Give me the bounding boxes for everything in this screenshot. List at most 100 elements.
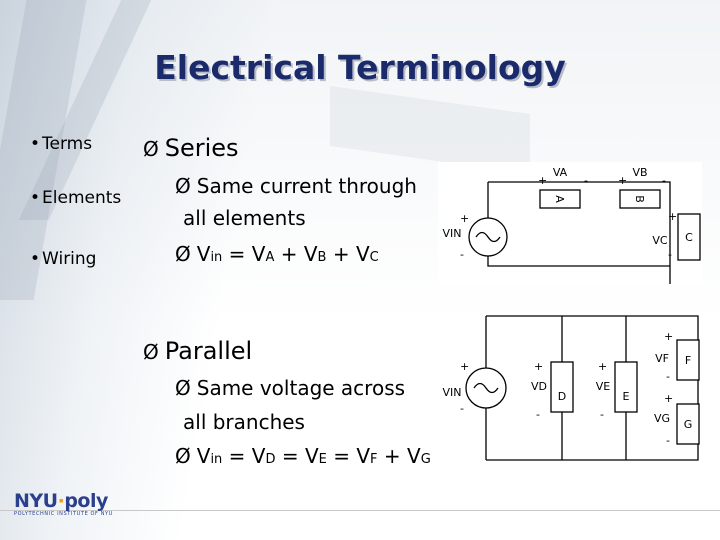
equation-symbol: V <box>356 444 371 468</box>
bullet: • <box>30 134 41 154</box>
parallel-circuit-diagram: D E F G VD VE VF VG VIN + - + - + - + - … <box>438 312 704 464</box>
equation-operator: + <box>280 242 298 266</box>
voltage-label-vg: VG <box>654 412 670 425</box>
polarity-plus: + <box>598 360 607 373</box>
logo-dot: · <box>57 490 65 512</box>
parallel-heading-label: Parallel <box>164 337 253 365</box>
sidebar-item-label: Terms <box>42 134 93 154</box>
series-circuit-diagram: A B C VA VB VC VIN + - + - + - + - <box>438 162 702 284</box>
equation-operator: = <box>228 444 246 468</box>
equation-operator: + <box>332 242 350 266</box>
resistor-label-f: F <box>685 354 691 367</box>
polarity-plus: + <box>664 330 673 343</box>
logo-tagline: POLYTECHNIC INSTITUTE OF NYU <box>14 511 113 517</box>
equation-symbol: V <box>251 444 266 468</box>
polarity-minus: - <box>666 434 670 447</box>
polarity-plus: + <box>618 174 627 187</box>
equation-symbol: V <box>304 444 319 468</box>
resistor-label-c: C <box>685 231 693 244</box>
arrow-bullet-icon: Ø <box>175 242 191 266</box>
resistor-label-a: A <box>553 195 566 203</box>
resistor-label-e: E <box>623 390 630 403</box>
voltage-label-ve: VE <box>596 380 611 393</box>
voltage-label-va: VA <box>553 166 568 179</box>
polarity-minus: - <box>460 248 464 261</box>
series-heading-label: Series <box>164 134 239 162</box>
equation-symbol: V <box>196 444 211 468</box>
sidebar-item-label: Elements <box>42 188 122 208</box>
polarity-plus: + <box>538 174 547 187</box>
polarity-minus: - <box>584 174 588 187</box>
equation-subscript: in <box>210 452 223 467</box>
voltage-label-vb: VB <box>632 166 647 179</box>
voltage-source-icon <box>465 367 507 409</box>
logo: NYU·poly POLYTECHNIC INSTITUTE OF NYU <box>14 490 113 517</box>
equation-subscript: A <box>265 250 275 265</box>
equation-symbol: V <box>303 242 318 266</box>
logo-wordmark: NYU·poly <box>14 490 113 512</box>
polarity-plus: + <box>534 360 543 373</box>
equation-subscript: F <box>370 452 378 467</box>
bullet: • <box>30 249 41 269</box>
equation-subscript: C <box>369 250 379 265</box>
voltage-label-vin: VIN <box>443 386 462 399</box>
series-point-line1: Same current through <box>196 174 417 198</box>
equation-subscript: D <box>265 452 276 467</box>
equation-symbol: V <box>251 242 266 266</box>
polarity-minus: - <box>460 402 464 415</box>
arrow-bullet-icon: Ø <box>175 376 191 400</box>
resistor-label-b: B <box>633 195 646 203</box>
equation-symbol: V <box>355 242 370 266</box>
resistor-label-g: G <box>684 418 693 431</box>
parallel-point-line1: Same voltage across <box>196 376 406 400</box>
polarity-minus: - <box>536 408 540 421</box>
equation-subscript: G <box>420 452 431 467</box>
polarity-plus: + <box>664 392 673 405</box>
voltage-source-icon <box>468 217 508 257</box>
polarity-minus: - <box>662 174 666 187</box>
arrow-bullet-icon: Ø <box>143 137 159 161</box>
resistor-a <box>539 189 581 209</box>
page-title: Electrical Terminology <box>154 48 566 87</box>
arrow-bullet-icon: Ø <box>175 444 191 468</box>
polarity-plus: + <box>668 210 677 223</box>
polarity-plus: + <box>460 212 469 225</box>
resistor-f <box>676 339 700 381</box>
equation-operator: = <box>281 444 299 468</box>
resistor-e <box>614 361 638 413</box>
voltage-label-vd: VD <box>531 380 547 393</box>
equation-operator: = <box>228 242 246 266</box>
equation-subscript: B <box>317 250 327 265</box>
sidebar-item-label: Wiring <box>42 249 97 269</box>
resistor-d <box>550 361 574 413</box>
polarity-minus: - <box>600 408 604 421</box>
equation-symbol: V <box>407 444 421 468</box>
resistor-b <box>619 189 661 209</box>
polarity-plus: + <box>460 360 469 373</box>
sidebar-item-wiring: •Wiring <box>30 249 96 269</box>
polarity-minus: - <box>668 248 672 261</box>
footer-divider <box>0 510 720 511</box>
equation-operator: + <box>383 444 401 468</box>
arrow-bullet-icon: Ø <box>175 174 191 198</box>
equation-symbol: V <box>196 242 211 266</box>
polarity-minus: - <box>666 370 670 383</box>
series-point-line2: all elements <box>183 206 306 230</box>
bullet: • <box>30 188 41 208</box>
equation-subscript: in <box>210 250 223 265</box>
resistor-c <box>677 213 701 261</box>
resistor-label-d: D <box>558 390 566 403</box>
voltage-label-vf: VF <box>655 352 669 365</box>
resistor-g <box>676 403 700 445</box>
parallel-point-line2: all branches <box>183 410 305 434</box>
equation-subscript: E <box>318 452 327 467</box>
arrow-bullet-icon: Ø <box>143 340 159 364</box>
voltage-label-vin: VIN <box>443 227 462 240</box>
sidebar-item-terms: •Terms <box>30 134 92 154</box>
equation-operator: = <box>333 444 350 468</box>
